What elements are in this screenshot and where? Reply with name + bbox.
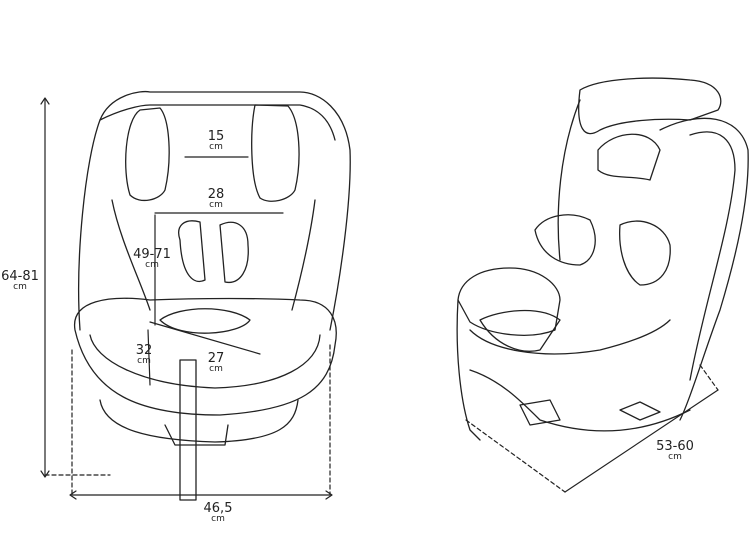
dimension-unit: cm — [13, 282, 27, 292]
dimension-unit: cm — [211, 514, 225, 524]
dimension-value: 28 — [207, 187, 225, 202]
seat-depth-label: 32 cm — [128, 344, 160, 366]
seat-width-label: 27 cm — [198, 352, 234, 374]
front-view-seat — [74, 90, 351, 501]
dimension-value: 64-81 — [1, 269, 39, 284]
shoulder-width-label: 28 cm — [198, 188, 234, 210]
dimension-value: 32 — [135, 343, 153, 358]
dimension-unit: cm — [209, 200, 223, 210]
dimension-value: 46,5 — [203, 501, 233, 516]
dimension-unit: cm — [209, 364, 223, 374]
side-view-seat — [456, 77, 749, 441]
dimension-value: 27 — [207, 351, 225, 366]
base-depth-label: 53-60 cm — [650, 440, 700, 462]
dimension-unit: cm — [137, 356, 151, 366]
dimension-value: 49-71 — [133, 247, 171, 262]
dimension-lines — [40, 97, 719, 500]
back-height-label: 49-71 cm — [130, 248, 174, 270]
base-width-label: 46,5 cm — [196, 502, 240, 524]
headrest-width-label: 15 cm — [198, 130, 234, 152]
total-height-label: 64-81 cm — [0, 270, 40, 292]
dimension-unit: cm — [668, 452, 682, 462]
dimension-unit: cm — [209, 142, 223, 152]
dimension-value: 53-60 — [656, 439, 694, 454]
dimension-value: 15 — [207, 129, 225, 144]
dimension-unit: cm — [145, 260, 159, 270]
